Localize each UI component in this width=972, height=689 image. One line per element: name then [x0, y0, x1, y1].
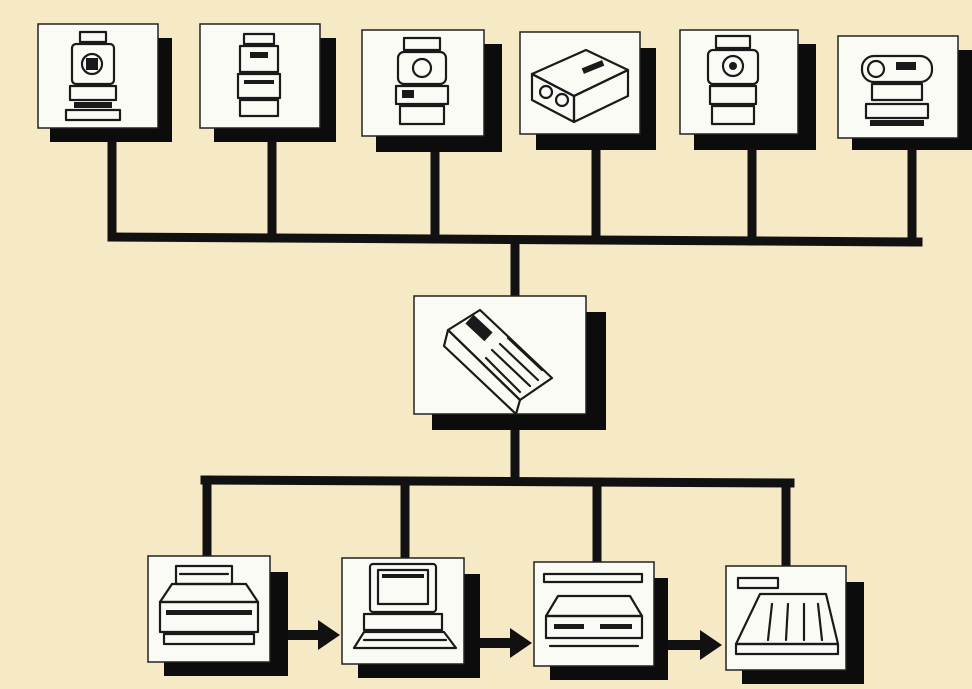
theodolite-icon: [236, 32, 282, 118]
printer-icon: [158, 564, 260, 646]
electronic-theodolite-icon: [394, 36, 450, 126]
level-instrument-icon: [860, 54, 934, 126]
top-instrument-1: [37, 23, 172, 142]
top-bus: [107, 125, 923, 305]
top-instrument-6: [837, 35, 972, 150]
peripheral-computer: [341, 557, 480, 678]
flow-arrows: [282, 620, 722, 660]
arrow-right-icon: [668, 630, 722, 660]
distance-meter-icon: [530, 48, 630, 124]
total-station-icon: [64, 30, 122, 122]
data-collector-icon: [442, 308, 554, 416]
peripheral-printer: [147, 555, 288, 676]
arrow-right-icon: [476, 628, 532, 658]
computer-icon: [352, 562, 458, 650]
top-instrument-5: [679, 29, 816, 150]
arrow-right-icon: [282, 620, 340, 650]
bottom-bus-line: [200, 475, 795, 488]
disk-drive-icon: [542, 572, 644, 648]
top-instrument-2: [199, 23, 336, 142]
top-instrument-4: [519, 31, 656, 150]
peripheral-plotter: [725, 565, 864, 684]
digital-theodolite-icon: [706, 34, 760, 126]
peripheral-disk-drive: [533, 561, 668, 680]
data-collector-hub: [413, 295, 606, 430]
top-instrument-3: [361, 29, 502, 152]
bottom-bus: [200, 415, 795, 575]
plotter-icon: [734, 576, 840, 656]
